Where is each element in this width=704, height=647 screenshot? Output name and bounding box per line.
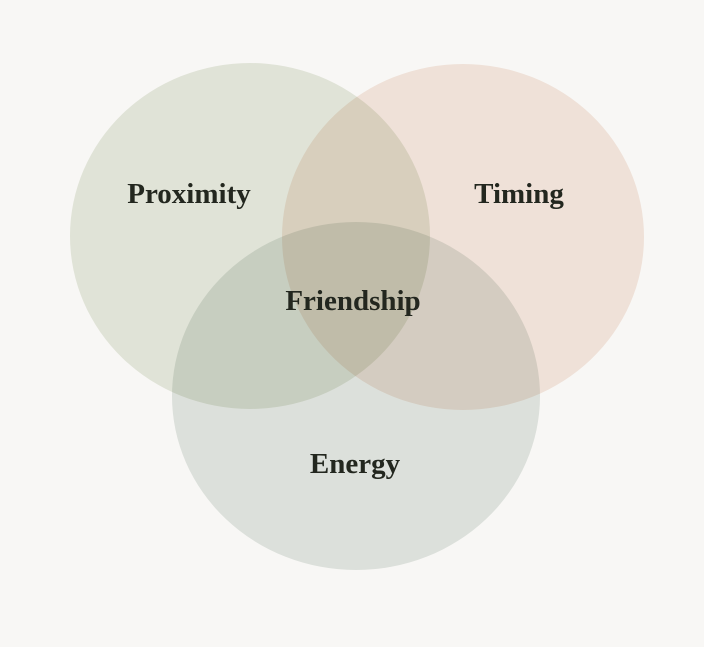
energy-label: Energy (310, 448, 401, 480)
proximity-label: Proximity (127, 178, 251, 210)
energy-circle (172, 222, 540, 570)
timing-label: Timing (474, 178, 564, 210)
friendship-label: Friendship (285, 285, 420, 317)
